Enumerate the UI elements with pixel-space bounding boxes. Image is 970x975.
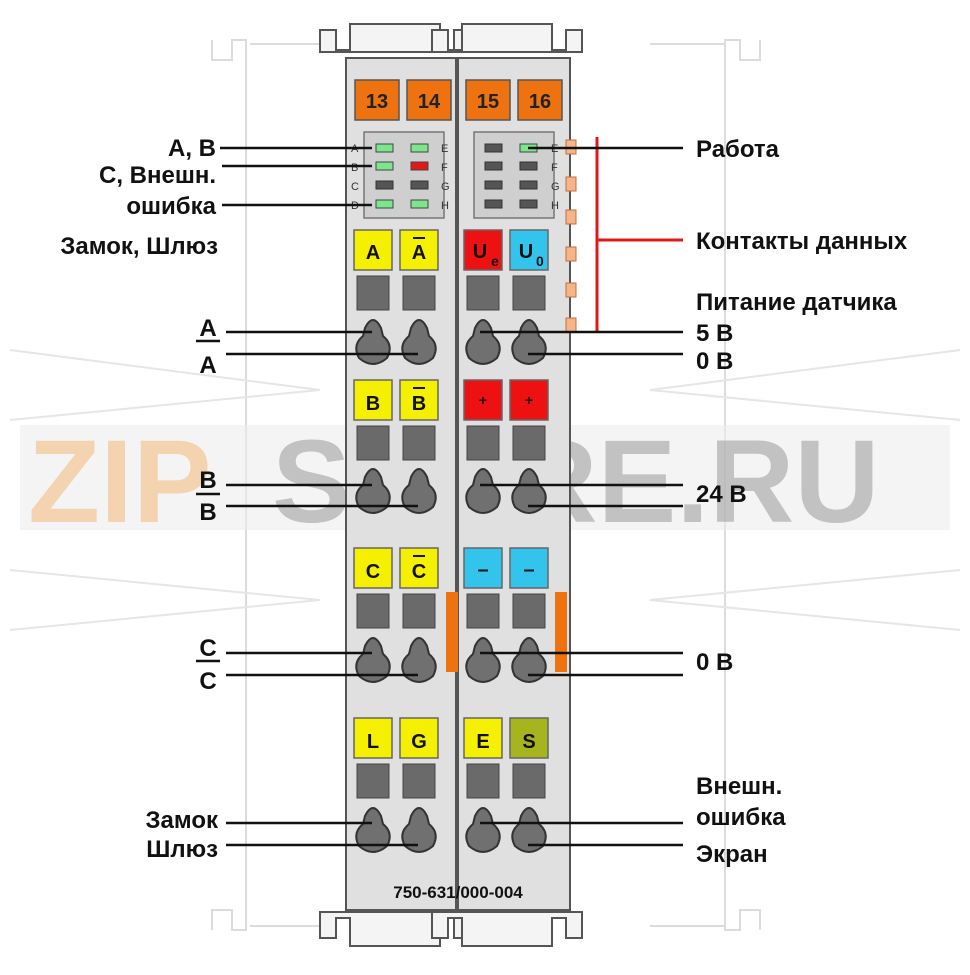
label-gate: Шлюз <box>146 836 218 863</box>
button-row-4-labels: L G E S <box>367 731 536 753</box>
btn-plus: + <box>525 392 533 408</box>
button-row-1-labels: A A U e U 0 <box>366 237 544 269</box>
btn-a-bar: A <box>412 242 426 264</box>
btn-b: B <box>366 393 380 415</box>
led-letter: H <box>441 200 449 212</box>
label-c-ext: C, Внешн. <box>99 162 216 189</box>
labels-left: A, B C, Внешн. ошибка Замок, Шлюз A A B … <box>60 135 220 863</box>
btn-g: G <box>411 731 427 753</box>
button-row-4 <box>353 717 549 759</box>
led-letter: E <box>441 143 448 155</box>
btn-plus: + <box>479 392 487 408</box>
led-letter: G <box>551 181 560 193</box>
label-b: B <box>199 499 216 526</box>
label-ext: Внешн. <box>696 773 782 800</box>
bottom-clips <box>319 911 583 947</box>
led-letter: B <box>351 162 358 174</box>
btn-a: A <box>366 242 380 264</box>
label-a: A <box>199 352 216 379</box>
btn-minus: – <box>523 559 534 581</box>
led-letter: F <box>441 162 448 174</box>
led-letter: C <box>351 181 359 193</box>
button-row-2 <box>353 379 549 421</box>
btn-u0: U <box>519 241 533 263</box>
btn-c: C <box>366 561 380 583</box>
led-panel-right <box>473 131 555 219</box>
watermark-part1: ZIP <box>28 416 212 548</box>
label-sensor-power: Питание датчика <box>696 289 897 316</box>
label-24v: 24 В <box>696 481 747 508</box>
label-5v: 5 В <box>696 320 733 347</box>
top-clips <box>319 23 583 53</box>
btn-l: L <box>367 731 379 753</box>
btn-minus: – <box>477 559 488 581</box>
part-number: 750-631/000-004 <box>393 883 523 902</box>
leader-lines-right <box>480 146 683 847</box>
btn-b-bar: B <box>412 393 426 415</box>
led-panel-left <box>363 131 445 219</box>
labels-right: Работа Контакты данных Питание датчика 5… <box>696 136 908 868</box>
label-shield: Экран <box>696 841 768 868</box>
button-row-2-labels: B B + + <box>366 387 533 415</box>
label-error: ошибка <box>126 193 216 220</box>
label-ab: A, B <box>168 135 216 162</box>
label-c-bar: C <box>199 635 216 662</box>
leader-lines-left <box>220 146 418 847</box>
label-b-bar: B <box>199 467 216 494</box>
btn-c-bar: C <box>412 561 426 583</box>
terminal-13: 13 <box>366 91 388 113</box>
terminal-tabs: 13 14 15 16 <box>354 79 563 121</box>
btn-e: E <box>476 731 489 753</box>
label-0v: 0 В <box>696 348 733 375</box>
led-letter: F <box>551 162 558 174</box>
btn-ue-sub: e <box>491 253 499 269</box>
btn-u0-sub: 0 <box>536 253 544 269</box>
button-row-1 <box>353 229 549 271</box>
btn-ue: U <box>473 241 487 263</box>
label-data-contacts: Контакты данных <box>696 228 908 255</box>
button-row-3-labels: C C – – <box>366 555 535 583</box>
side-strip <box>446 592 458 672</box>
label-0v: 0 В <box>696 649 733 676</box>
led-letter: H <box>551 200 559 212</box>
label-lock: Замок <box>146 807 219 834</box>
label-lock-gate: Замок, Шлюз <box>60 233 218 260</box>
terminal-15: 15 <box>477 91 499 113</box>
button-row-3 <box>353 547 549 589</box>
side-strip <box>555 592 567 672</box>
terminal-14: 14 <box>418 91 441 113</box>
led-letter: G <box>441 181 450 193</box>
btn-s: S <box>522 731 535 753</box>
label-error: ошибка <box>696 804 786 831</box>
release-slots <box>356 275 546 799</box>
label-run: Работа <box>696 136 780 163</box>
label-c: C <box>199 668 216 695</box>
label-a-bar: A <box>199 315 216 342</box>
terminal-16: 16 <box>529 91 551 113</box>
